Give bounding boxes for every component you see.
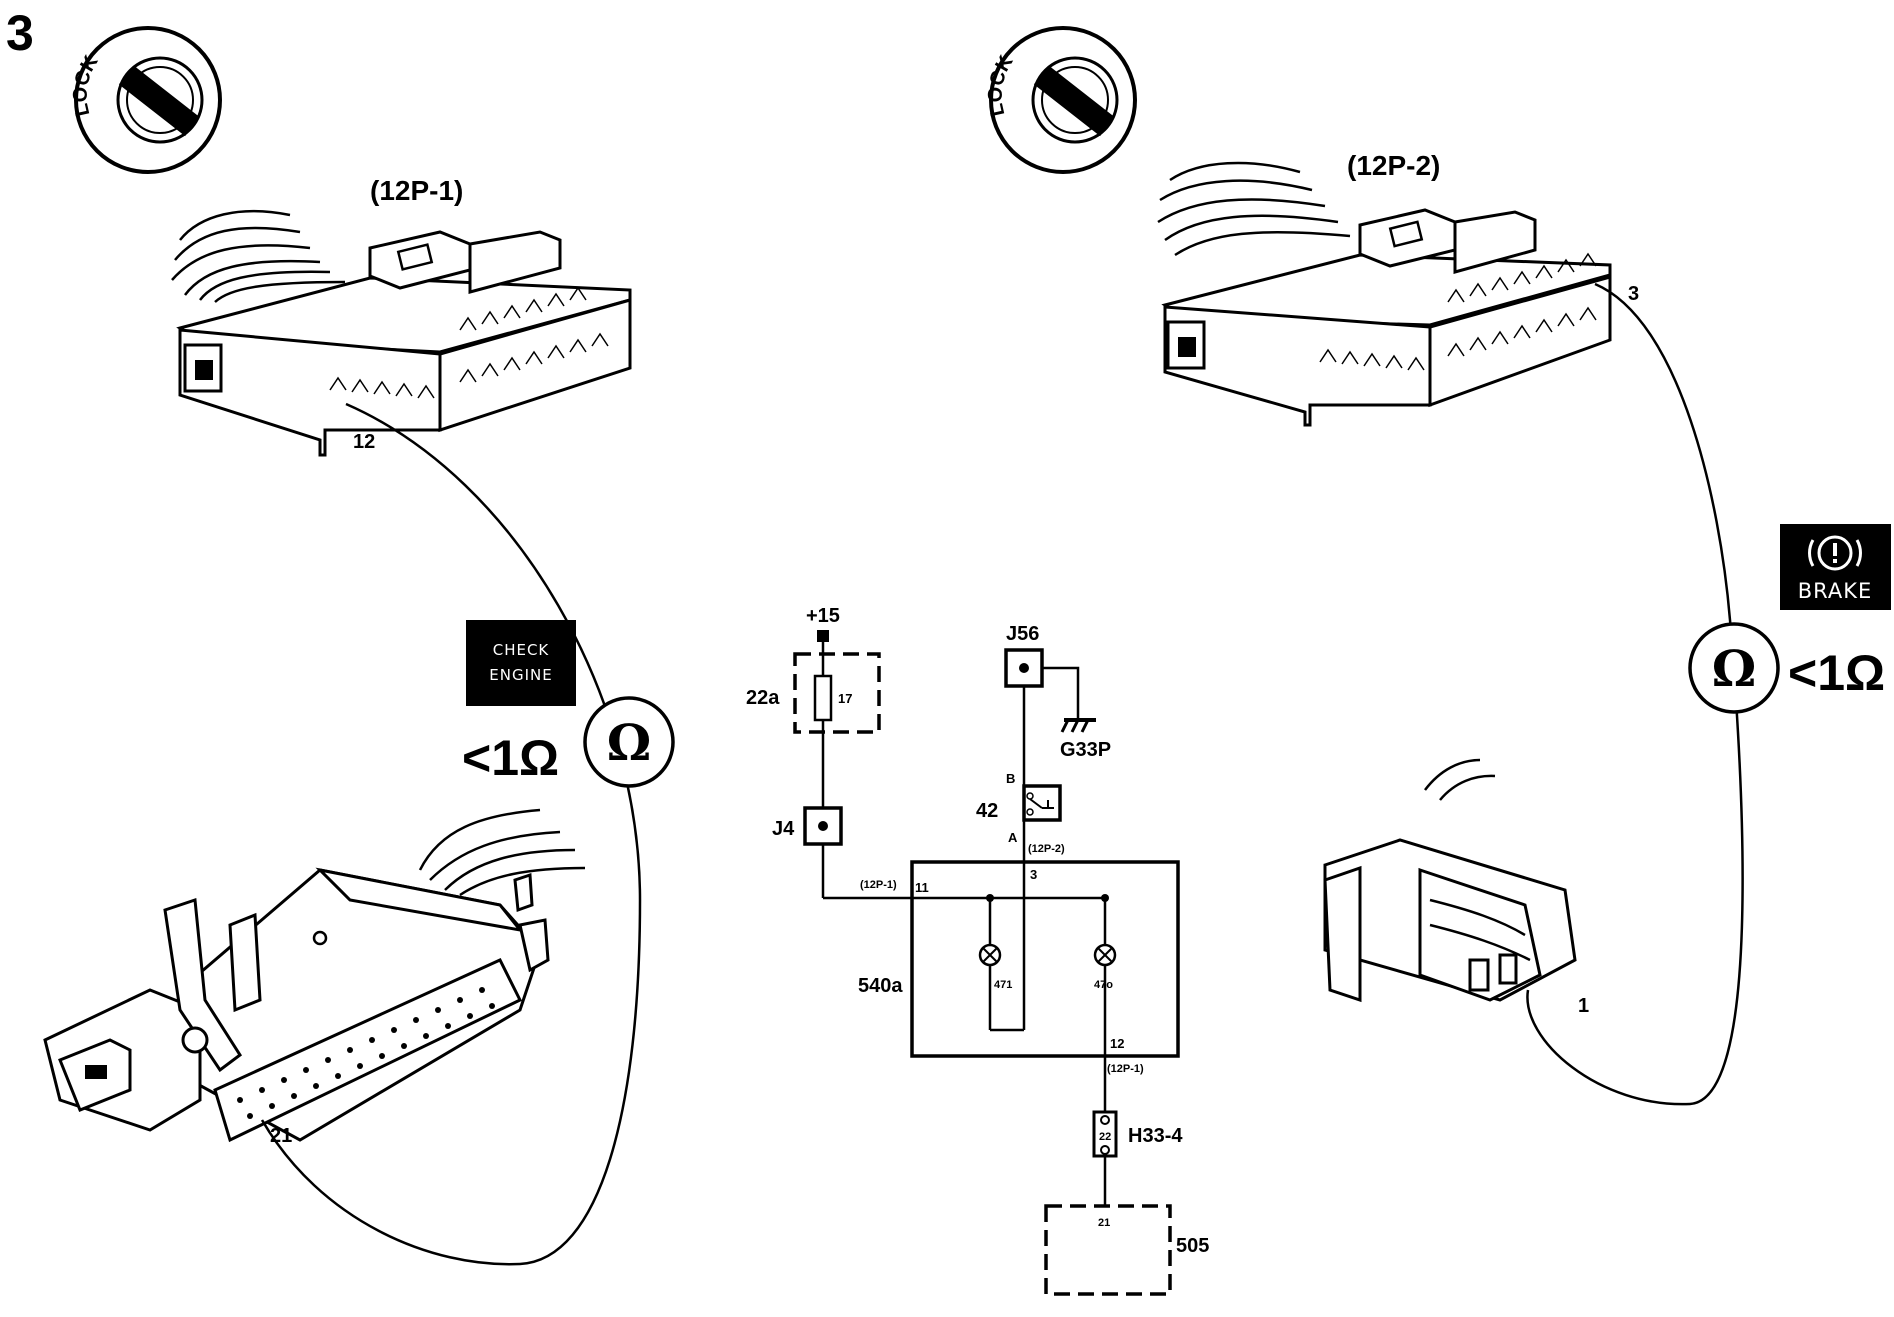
ground-icon (1060, 718, 1096, 733)
ecu-connector-illustration (43, 808, 586, 1143)
module-label: 505 (1176, 1235, 1209, 1257)
lamp-471-label: 471 (994, 979, 1012, 991)
lamp-471-icon (978, 943, 1002, 967)
fuse-box-22a (793, 652, 881, 734)
connector-12p1-pin: 12 (353, 431, 375, 453)
ohmmeter-right-symbol: Ω (1712, 639, 1757, 698)
switch-pin-b: B (1006, 771, 1015, 786)
step-number: 3 (6, 5, 34, 61)
brake-warning-light: BRAKE (1780, 524, 1891, 610)
circuit-schematic: +15 22a 17 J4 J56 G33P B (746, 605, 1209, 1296)
fuse-icon (813, 674, 833, 722)
ohmmeter-left-symbol: Ω (607, 713, 652, 772)
instrument-cluster-540a (910, 860, 1180, 1058)
connector-12p1-label: (12P-1) (370, 175, 463, 206)
check-engine-warning-light: CHECK ENGINE (466, 620, 576, 706)
switch-pin-a: A (1008, 830, 1018, 845)
junction-j4-label: J4 (772, 818, 795, 840)
fuse-number: 17 (838, 691, 852, 706)
ground-label: G33P (1060, 739, 1111, 761)
cluster-pin-12: 12 (1110, 1036, 1124, 1051)
small-connector-illustration (1323, 758, 1577, 1003)
ohmmeter-right-reading: <1Ω (1788, 645, 1885, 701)
supply-terminal (817, 630, 829, 642)
lamp-47o-label: 47o (1094, 979, 1113, 991)
brake-warning-icon (1808, 535, 1862, 571)
cluster-connector-bottom: (12P-1) (1107, 1063, 1144, 1075)
small-connector-pin: 1 (1578, 995, 1589, 1017)
connector-12p2-label: (12P-2) (1347, 150, 1440, 181)
ignition-lock-right-icon: LOCK (985, 26, 1137, 174)
ohmmeter-left-reading: <1Ω (462, 730, 559, 786)
junction-j56-label: J56 (1006, 623, 1039, 645)
h33-pin: 22 (1099, 1131, 1111, 1143)
left-test-lead (260, 402, 642, 1266)
cluster-connector-top-left: (12P-1) (860, 879, 897, 891)
supply-label: +15 (806, 605, 840, 627)
lamp-47o-icon (1093, 943, 1117, 967)
cluster-pin-11: 11 (915, 880, 929, 895)
check-engine-line1: CHECK (493, 641, 550, 659)
cluster-label: 540a (858, 975, 903, 997)
right-test-lead (1526, 282, 1744, 1106)
ignition-lock-left-icon: LOCK (70, 26, 222, 174)
switch-icon (1026, 792, 1054, 816)
connector-12p2-illustration (1157, 161, 1612, 427)
check-engine-line2: ENGINE (489, 666, 552, 684)
module-505 (1044, 1204, 1172, 1296)
module-pin: 21 (1098, 1217, 1110, 1229)
fuse-box-label: 22a (746, 687, 780, 709)
connector-12p2-pin: 3 (1628, 283, 1639, 305)
ohmmeter-right-icon (1688, 622, 1780, 714)
switch-label: 42 (976, 800, 998, 822)
cluster-connector-top-right: (12P-2) (1028, 843, 1065, 855)
ohmmeter-left-icon (583, 696, 675, 788)
brake-label: BRAKE (1798, 579, 1873, 603)
connector-h33-label: H33-4 (1128, 1125, 1183, 1147)
connector-12p1-illustration (171, 209, 632, 457)
cluster-pin-3: 3 (1030, 867, 1037, 882)
